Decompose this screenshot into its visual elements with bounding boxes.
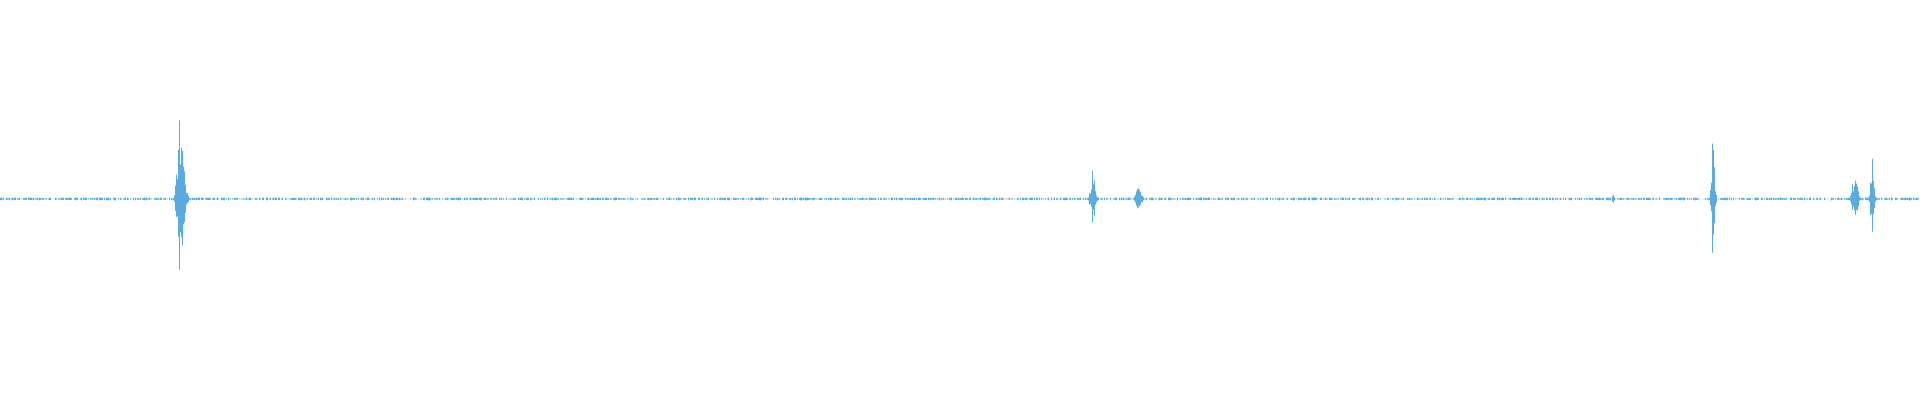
waveform-samples	[0, 120, 1919, 270]
waveform-path-group	[0, 120, 1919, 270]
